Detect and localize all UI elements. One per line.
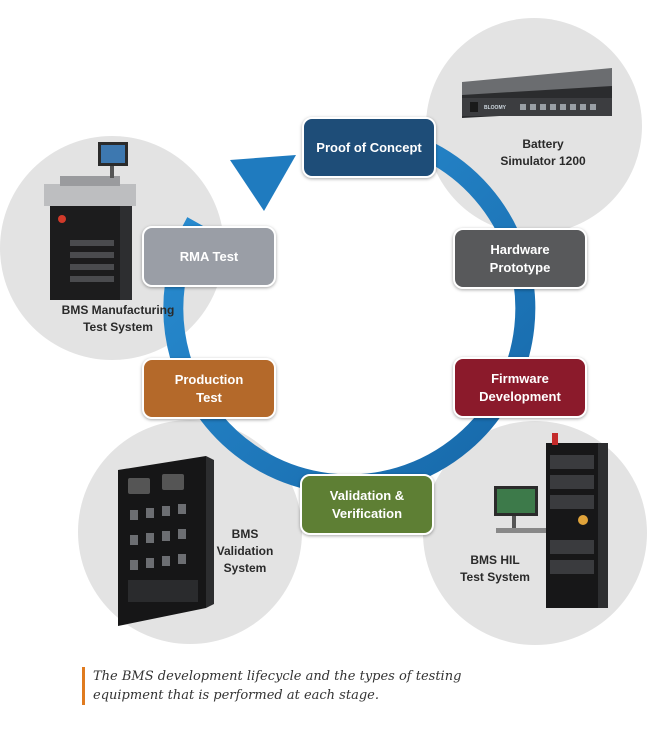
battery-simulator-image: BLOOMY [462,68,612,118]
disc-battery-simulator [426,18,642,234]
lifecycle-diagram: BLOOMY [0,18,647,645]
label-battery-simulator: Battery Simulator 1200 [500,137,586,168]
label-validation-system: BMS Validation System [216,527,274,575]
stage-rma-test: RMA Test [142,226,276,287]
brand-text: BLOOMY [484,105,507,111]
figure-caption: The BMS development lifecycle and the ty… [82,667,493,705]
stage-proof-of-concept: Proof of Concept [302,117,436,178]
validation-system-image [118,456,214,626]
hil-system-image [494,433,608,608]
stage-production-test: Production Test [142,358,276,419]
manufacturing-system-image [44,142,136,300]
label-hil-test-system: BMS HIL Test System [460,553,530,584]
label-manufacturing-system: BMS Manufacturing Test System [61,303,175,334]
ring-arrowhead [230,155,296,211]
stage-firmware-development: Firmware Development [453,357,587,418]
stage-hardware-prototype: Hardware Prototype [453,228,587,289]
stage-validation-verification: Validation & Verification [300,474,434,535]
